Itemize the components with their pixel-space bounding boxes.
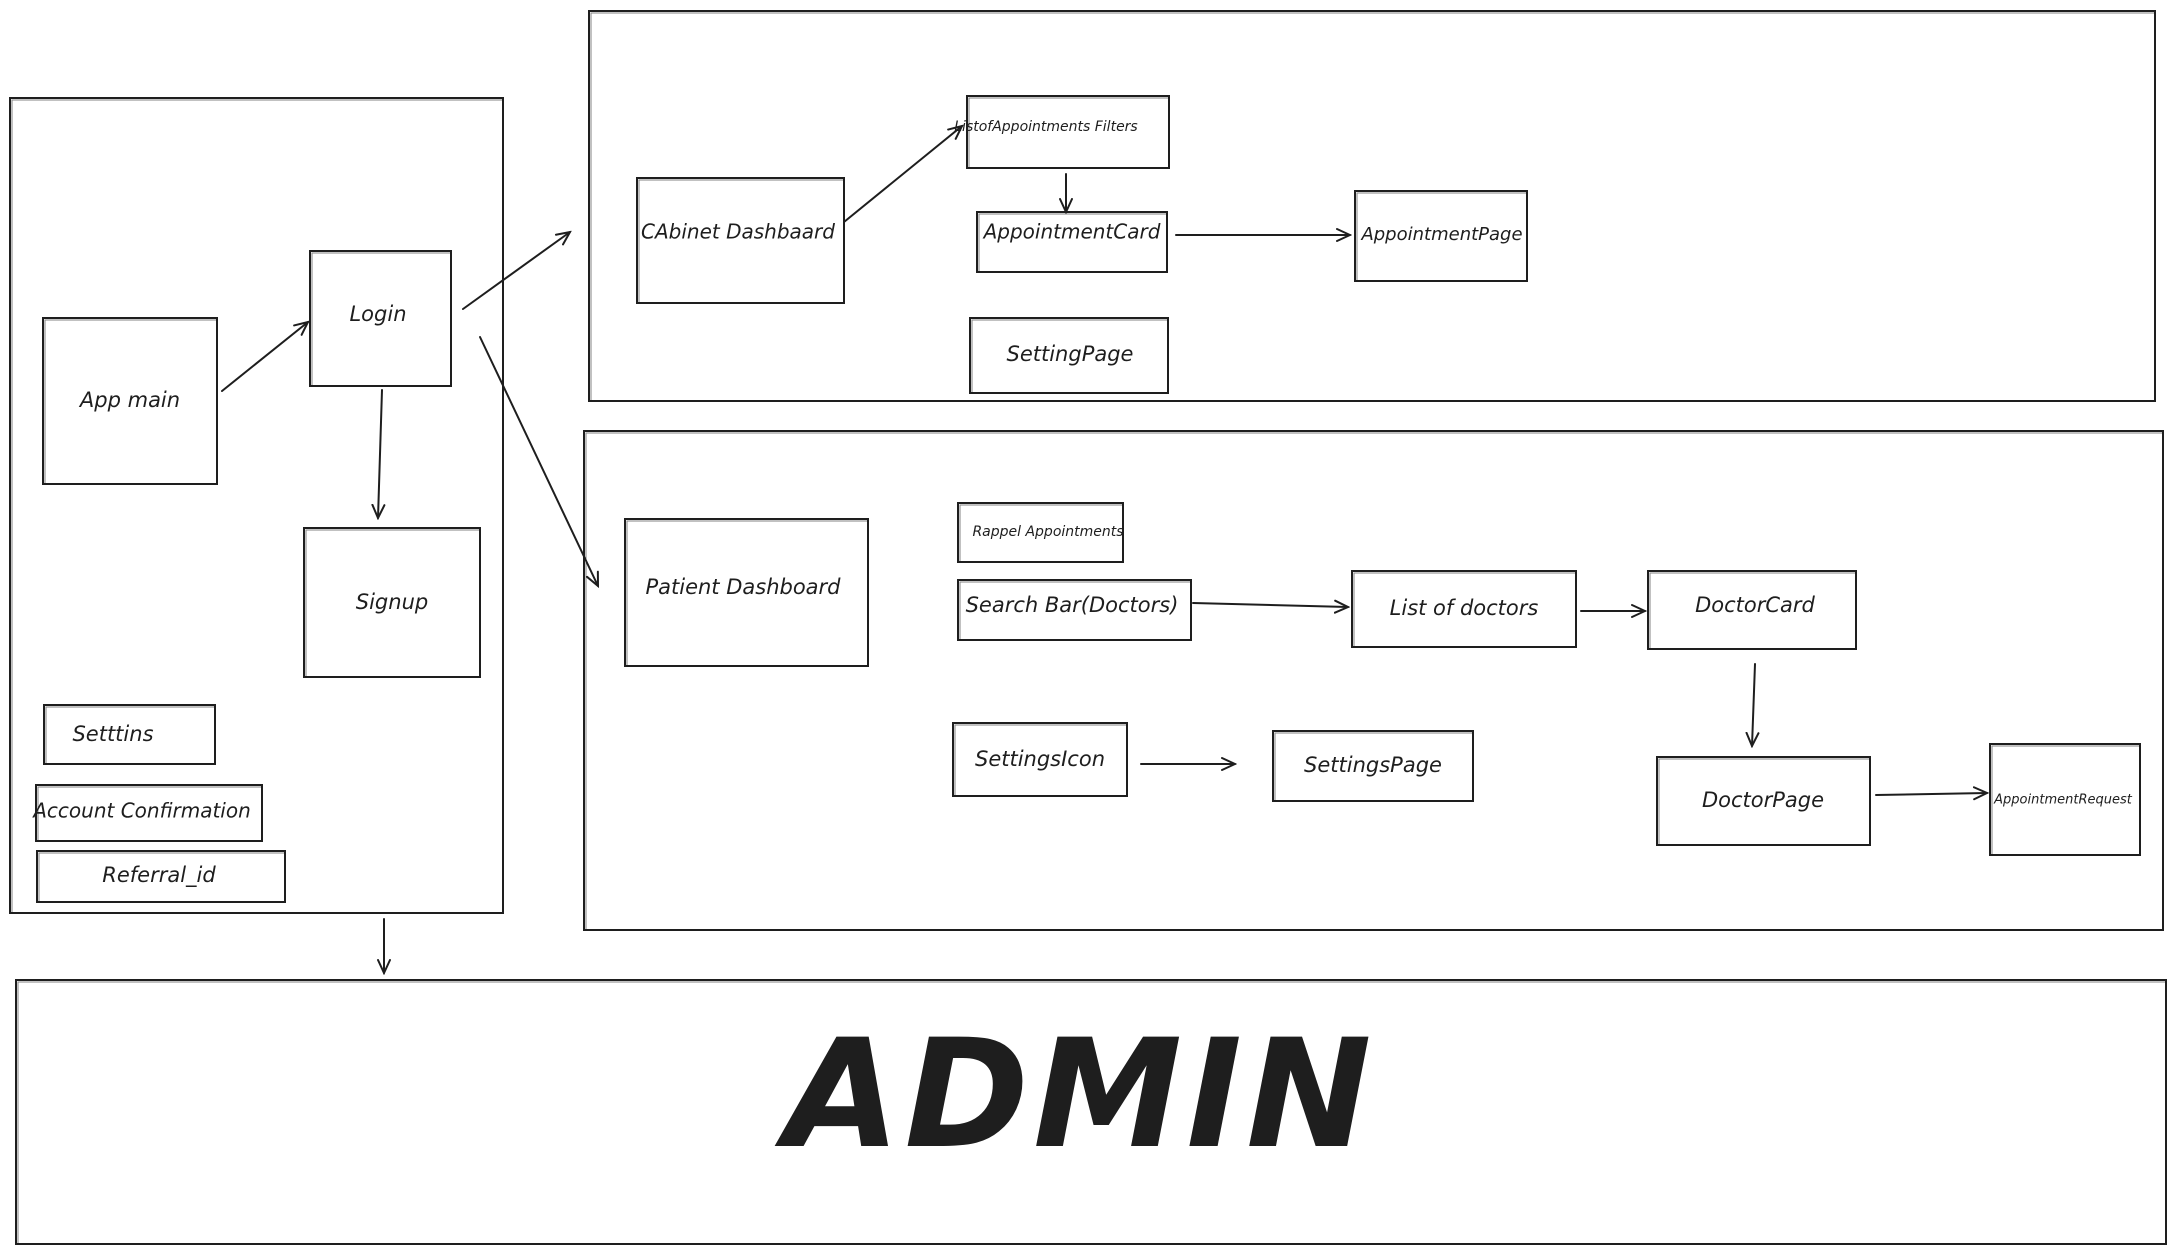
arrow-doctor-card-to-doctor-page bbox=[1752, 663, 1755, 746]
admin-label: ADMIN bbox=[774, 1008, 1375, 1182]
list-of-doctors-label: List of doctors bbox=[1390, 596, 1539, 620]
setting-page-node[interactable]: SettingPage bbox=[969, 317, 1169, 394]
list-of-appointments-filters-label: ListofAppointments Filters bbox=[954, 119, 1137, 135]
cabinet-dashboard-node[interactable]: CAbinet Dashbaard bbox=[636, 177, 845, 304]
appointment-page-label: AppointmentPage bbox=[1360, 224, 1522, 245]
settins-node[interactable]: Setttins bbox=[43, 704, 216, 765]
search-bar-doctors-label: Search Bar(Doctors) bbox=[966, 593, 1179, 617]
patient-group-container bbox=[583, 430, 2164, 931]
appointment-card-node[interactable]: AppointmentCard bbox=[976, 211, 1168, 273]
rappel-appointments-label: Rappel Appointments bbox=[972, 524, 1123, 540]
settings-icon-label: SettingsIcon bbox=[975, 747, 1105, 771]
settings-page-label: SettingsPage bbox=[1304, 753, 1442, 777]
app-group-container bbox=[9, 97, 504, 914]
app-main-label: App main bbox=[78, 388, 180, 412]
app-main-node[interactable]: App main bbox=[42, 317, 218, 485]
login-label: Login bbox=[349, 302, 406, 326]
setting-page-label: SettingPage bbox=[1007, 342, 1134, 366]
patient-dashboard-label: Patient Dashboard bbox=[645, 575, 841, 599]
patient-dashboard-node[interactable]: Patient Dashboard bbox=[624, 518, 869, 667]
referral-id-node[interactable]: Referral_id bbox=[36, 850, 286, 903]
admin-group-container bbox=[15, 979, 2167, 1245]
arrow-app-main-to-login bbox=[221, 322, 308, 392]
rappel-appointments-node[interactable]: Rappel Appointments bbox=[957, 502, 1124, 563]
arrow-doctor-page-to-appointment-request bbox=[1875, 793, 1987, 795]
doctor-card-node[interactable]: DoctorCard bbox=[1647, 570, 1857, 650]
cabinet-group-container bbox=[588, 10, 2156, 402]
arrow-login-to-cabinet-dashboard bbox=[462, 232, 570, 310]
account-confirmation-label: Account Confirmation bbox=[31, 799, 251, 823]
cabinet-dashboard-label: CAbinet Dashbaard bbox=[641, 220, 835, 244]
arrow-search-bar-to-list-of-doctors bbox=[1192, 603, 1348, 607]
login-node[interactable]: Login bbox=[309, 250, 452, 387]
arrow-cabinet-dashboard-to-appointments-list bbox=[843, 126, 962, 223]
search-bar-doctors-node[interactable]: Search Bar(Doctors) bbox=[957, 579, 1192, 641]
appointment-request-node[interactable]: AppointmentRequest bbox=[1989, 743, 2141, 856]
doctor-page-node[interactable]: DoctorPage bbox=[1656, 756, 1871, 846]
doctor-card-label: DoctorCard bbox=[1695, 593, 1815, 617]
appointment-card-label: AppointmentCard bbox=[982, 220, 1161, 244]
account-confirmation-node[interactable]: Account Confirmation bbox=[31, 784, 263, 842]
arrow-login-to-patient-dashboard bbox=[479, 336, 598, 586]
list-of-appointments-filters-node[interactable]: ListofAppointments Filters bbox=[954, 95, 1170, 169]
list-of-doctors-node[interactable]: List of doctors bbox=[1351, 570, 1577, 648]
arrow-login-to-signup bbox=[378, 389, 382, 518]
appointment-request-label: AppointmentRequest bbox=[1993, 793, 2133, 808]
signup-label: Signup bbox=[356, 590, 428, 614]
referral-id-label: Referral_id bbox=[102, 863, 216, 888]
appointment-page-node[interactable]: AppointmentPage bbox=[1354, 190, 1528, 282]
settins-label: Setttins bbox=[72, 722, 153, 746]
settings-icon-node[interactable]: SettingsIcon bbox=[952, 722, 1128, 797]
settings-page-node[interactable]: SettingsPage bbox=[1272, 730, 1474, 802]
doctor-page-label: DoctorPage bbox=[1702, 788, 1824, 812]
signup-node[interactable]: Signup bbox=[303, 527, 481, 678]
